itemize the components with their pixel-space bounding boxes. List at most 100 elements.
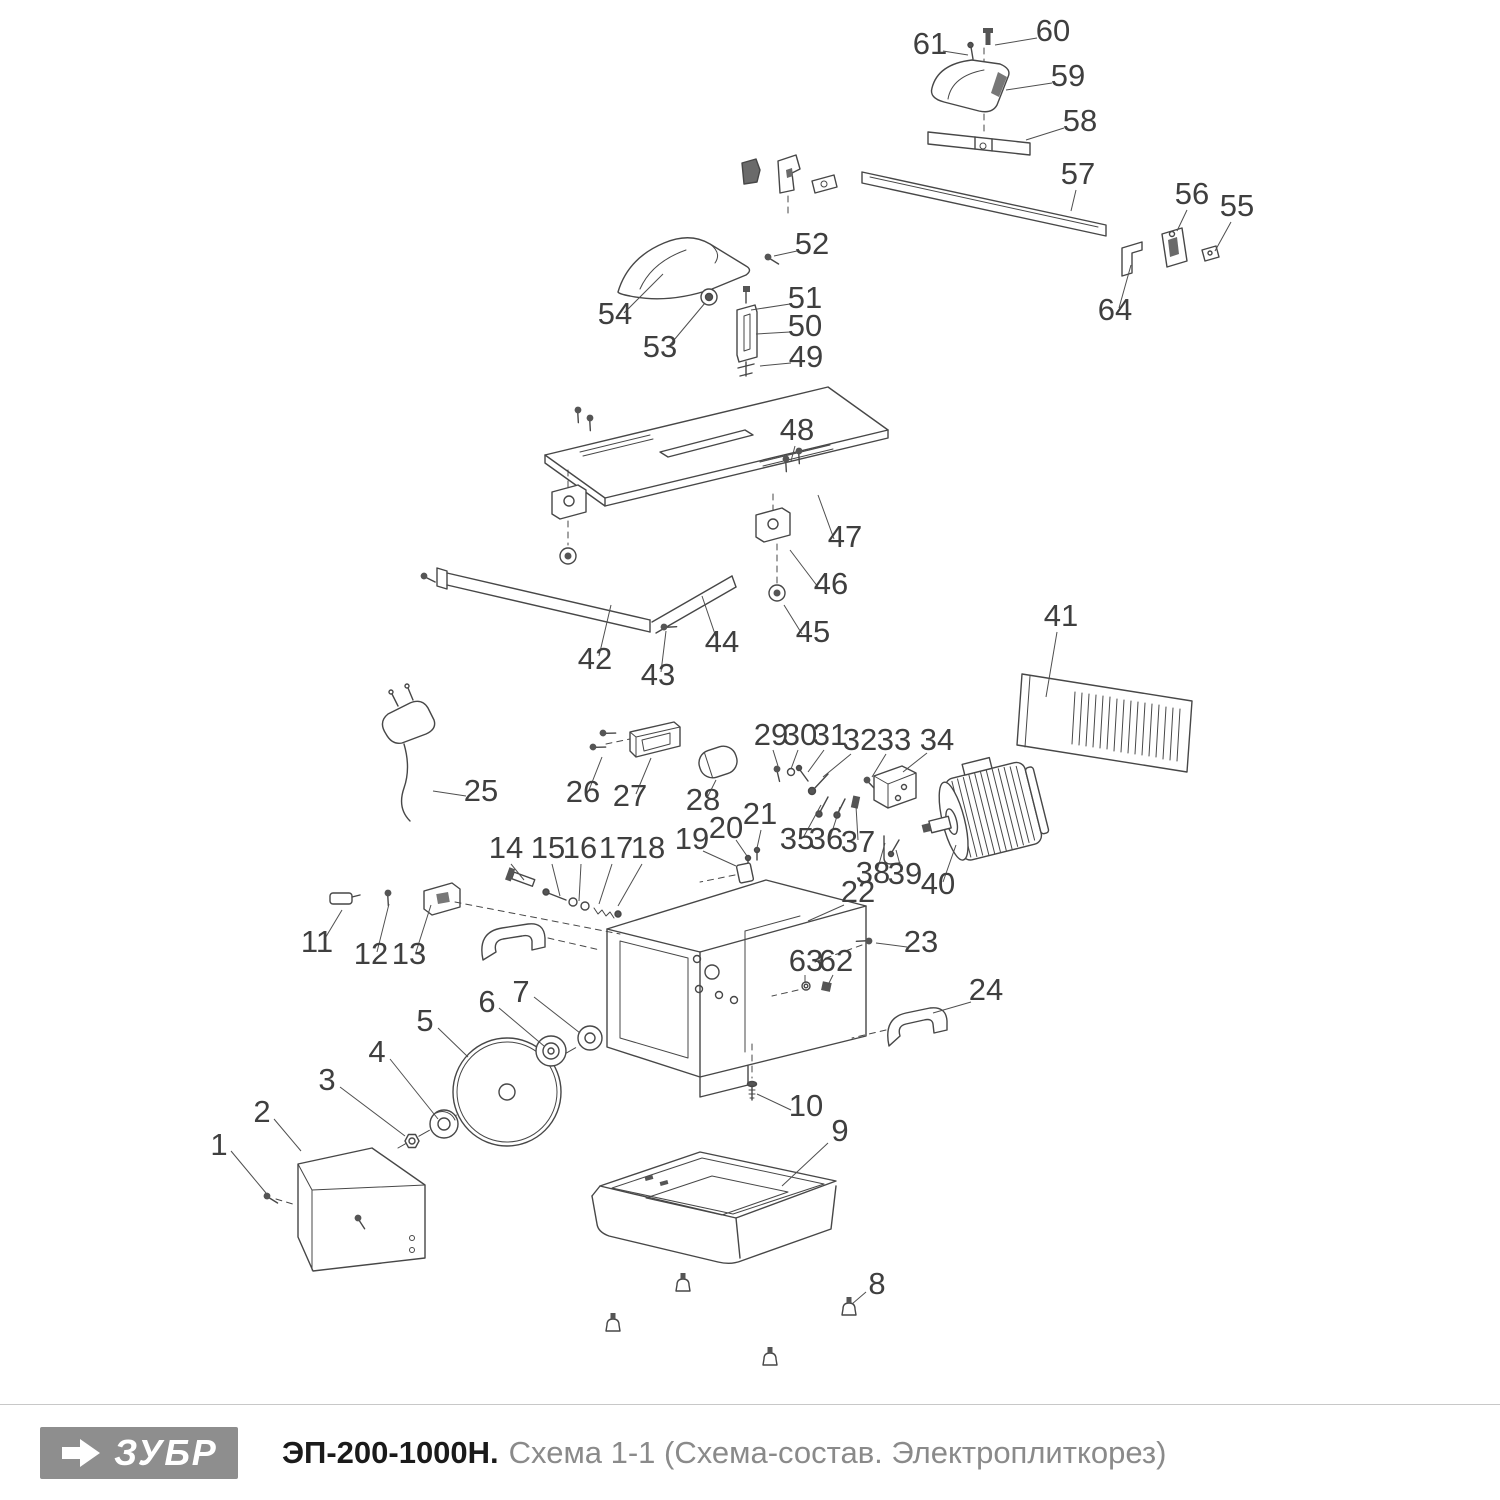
leader-line-14: [510, 863, 525, 881]
callout-label-51: 51: [788, 280, 822, 315]
table-top-47: [544, 386, 889, 507]
callout-label-27: 27: [613, 778, 647, 813]
leader-line-3: [339, 1086, 406, 1137]
callout-label-60: 60: [1036, 13, 1070, 48]
callout-label-11: 11: [301, 924, 333, 959]
leader-line-9: [781, 1142, 829, 1187]
leader-line-16: [578, 863, 582, 902]
handles: [481, 923, 948, 1047]
guard-54-assembly: [617, 237, 782, 377]
leader-line-22: [807, 904, 845, 922]
grille-41: [1016, 673, 1193, 773]
leader-line-50: [755, 331, 791, 335]
leader-line-60: [994, 37, 1038, 46]
leader-line-40: [942, 844, 957, 883]
callout-label-23: 23: [904, 924, 938, 959]
brackets-55-56-64: [1121, 227, 1220, 277]
callout-label-62: 62: [819, 943, 853, 978]
callout-label-7: 7: [512, 974, 529, 1009]
terminal-box-33-34: [861, 765, 917, 809]
callout-label-31: 31: [813, 717, 847, 752]
leader-line-58: [1025, 127, 1065, 141]
callout-label-38: 38: [856, 855, 890, 890]
housing-22: [606, 879, 867, 1098]
brand-arrow-icon: [62, 1438, 101, 1467]
callout-label-35: 35: [780, 821, 814, 856]
callout-label-24: 24: [969, 972, 1003, 1007]
leader-line-1: [230, 1150, 267, 1194]
leader-line-38: [876, 842, 886, 872]
leader-line-28: [706, 779, 717, 799]
leader-line-37: [855, 805, 859, 841]
rail-57: [861, 171, 1107, 237]
leader-line-4: [389, 1058, 439, 1120]
callout-label-40: 40: [921, 866, 955, 901]
capacitor-28: [698, 745, 738, 779]
callout-label-2: 2: [253, 1094, 270, 1129]
callout-label-26: 26: [566, 774, 600, 809]
tray-9: [591, 1151, 837, 1264]
leader-line-59: [1005, 82, 1053, 91]
caption-subtitle: Схема 1-1 (Схема-состав. Электроплиткоре…: [508, 1434, 1167, 1470]
leader-line-23: [875, 942, 908, 948]
switch-11-13: [329, 882, 621, 935]
diagram-art: 1234567891011121314151617181920212223242…: [210, 13, 1254, 1366]
leader-line-52: [773, 250, 798, 257]
nut-3: [404, 1133, 420, 1149]
callout-label-55: 55: [1220, 188, 1254, 223]
callout-label-56: 56: [1175, 176, 1209, 211]
callout-label-10: 10: [789, 1088, 823, 1123]
model-number: ЭП-200-1000Н.: [282, 1434, 499, 1470]
callout-label-47: 47: [828, 519, 862, 554]
leader-line-42: [598, 604, 612, 657]
callout-label-19: 19: [675, 821, 709, 856]
callout-label-42: 42: [578, 641, 612, 676]
leader-line-12: [376, 903, 390, 953]
leader-line-64: [1118, 264, 1132, 309]
callout-label-58: 58: [1063, 103, 1097, 138]
footer: ЗУБР ЭП-200-1000Н.Схема 1-1 (Схема-соста…: [0, 1404, 1500, 1500]
leader-line-20: [735, 839, 748, 857]
callout-label-63: 63: [789, 943, 823, 978]
leader-line-56: [1176, 209, 1188, 232]
flange-6: [535, 1035, 567, 1067]
callout-label-44: 44: [705, 624, 739, 659]
leader-line-53: [668, 302, 706, 347]
callout-label-37: 37: [841, 824, 875, 859]
leader-line-24: [932, 1001, 972, 1014]
callout-label-21: 21: [743, 796, 777, 831]
screws-35-37: [815, 795, 861, 819]
diagram-caption: ЭП-200-1000Н.Схема 1-1 (Схема-состав. Эл…: [282, 1435, 1166, 1471]
callout-label-54: 54: [598, 296, 632, 331]
leader-line-18: [617, 863, 643, 907]
leader-line-36: [829, 806, 841, 839]
callout-label-46: 46: [814, 566, 848, 601]
leader-line-8: [851, 1291, 867, 1305]
callout-label-18: 18: [631, 830, 665, 865]
box-27: [629, 721, 681, 758]
leader-line-17: [598, 863, 613, 905]
leader-line-44: [701, 595, 718, 641]
leader-line-54: [623, 273, 664, 314]
callout-label-20: 20: [709, 810, 743, 845]
leader-line-31: [807, 749, 825, 773]
callout-label-57: 57: [1061, 156, 1095, 191]
callout-label-61: 61: [913, 26, 947, 61]
leader-line-21: [756, 829, 762, 849]
leader-line-34: [902, 752, 928, 773]
leader-line-6: [498, 1007, 545, 1047]
leader-line-7: [533, 996, 581, 1034]
upper-guard-assembly: [927, 28, 1031, 156]
callout-label-49: 49: [789, 339, 823, 374]
bracket-38-39: [883, 835, 901, 865]
callout-label-5: 5: [416, 1003, 433, 1038]
callout-label-29: 29: [754, 717, 788, 752]
callout-label-22: 22: [841, 874, 875, 909]
callout-label-17: 17: [599, 830, 633, 865]
callout-label-48: 48: [780, 412, 814, 447]
leader-line-46: [789, 549, 819, 588]
screw-10: [746, 1043, 758, 1101]
